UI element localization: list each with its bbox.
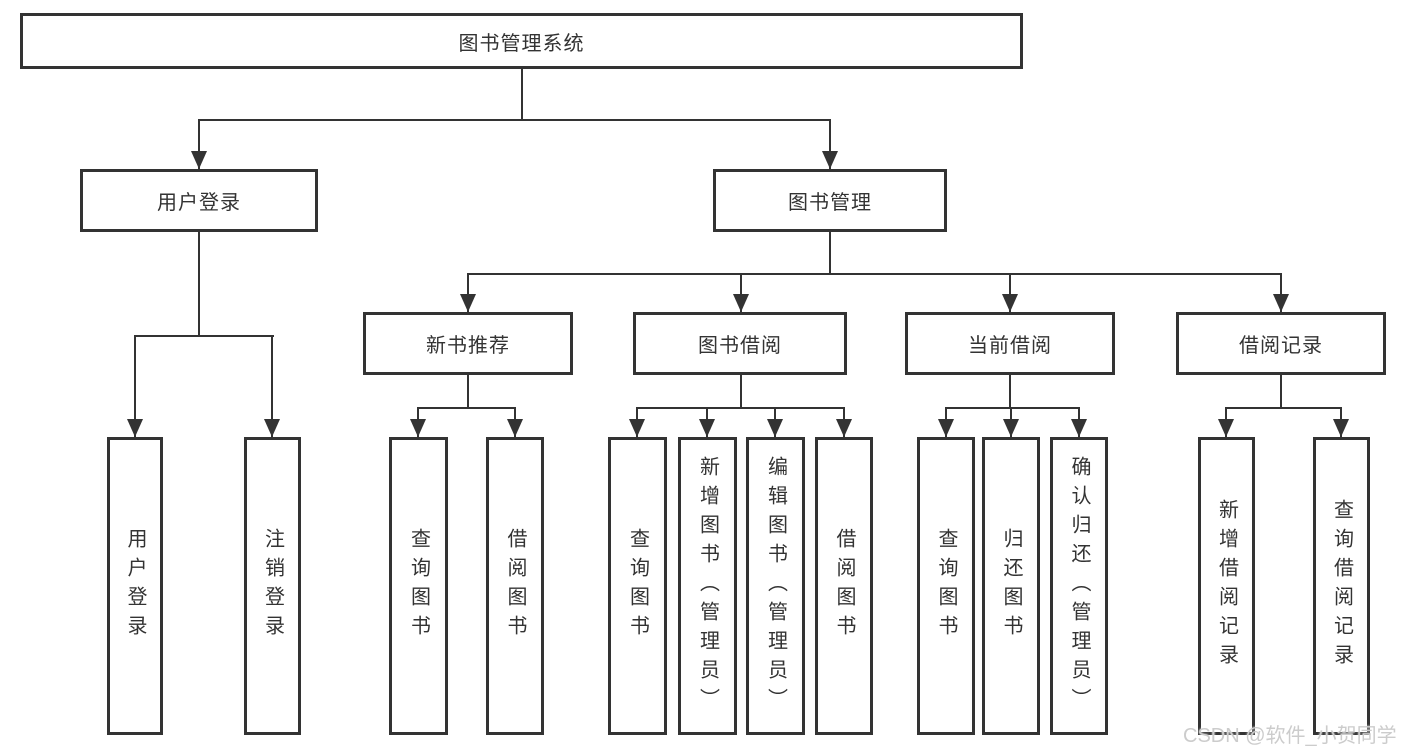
arrow-down-icon [460, 294, 476, 312]
node-leaf-query-books-1: 查询图书 [389, 437, 448, 735]
connector-line [1280, 375, 1282, 408]
arrow-down-icon [733, 294, 749, 312]
connector-line [740, 273, 742, 312]
arrow-down-icon [1273, 294, 1289, 312]
node-new-book-recommend: 新书推荐 [363, 312, 573, 375]
node-leaf-borrow-books-2: 借阅图书 [815, 437, 873, 735]
connector-line [134, 335, 136, 437]
arrow-down-icon [629, 419, 645, 437]
node-book-borrow: 图书借阅 [633, 312, 847, 375]
connector-line [1280, 273, 1282, 312]
node-user-login: 用户登录 [80, 169, 318, 232]
connector-line [829, 119, 831, 169]
connector-group-split [418, 407, 515, 409]
arrow-down-icon [767, 419, 783, 437]
connector-group-split [637, 407, 844, 409]
connector-login-stem [198, 232, 200, 336]
node-leaf-borrow-books-1: 借阅图书 [486, 437, 544, 735]
node-leaf-label: 查询借阅记录 [1330, 499, 1353, 673]
connector-root-stem [521, 68, 523, 120]
arrow-down-icon [699, 419, 715, 437]
arrow-down-icon [1071, 419, 1087, 437]
node-book-management-label: 图书管理 [788, 192, 872, 214]
arrow-down-icon [822, 151, 838, 169]
node-book-management: 图书管理 [713, 169, 947, 232]
arrow-down-icon [127, 419, 143, 437]
node-leaf-label: 借阅图书 [504, 528, 526, 644]
connector-group-split [946, 407, 1079, 409]
connector-line [740, 375, 742, 408]
arrow-down-icon [1218, 419, 1234, 437]
node-leaf-logout: 注销登录 [244, 437, 301, 735]
connector-line [198, 119, 200, 169]
arrow-down-icon [1003, 419, 1019, 437]
node-leaf-query-books-3: 查询图书 [917, 437, 975, 735]
node-new-book-recommend-label: 新书推荐 [426, 335, 510, 357]
watermark: CSDN @软件_小贺同学 [1183, 725, 1397, 747]
node-leaf-label: 归还图书 [1000, 528, 1022, 644]
node-leaf-label: 新增借阅记录 [1215, 499, 1238, 673]
node-current-borrow: 当前借阅 [905, 312, 1115, 375]
connector-management-stem [829, 232, 831, 274]
node-leaf-label: 新增图书（管理员） [696, 455, 719, 717]
node-user-login-label: 用户登录 [157, 192, 241, 214]
node-leaf-label: 查询图书 [626, 528, 649, 644]
node-leaf-query-borrow-record: 查询借阅记录 [1313, 437, 1370, 735]
node-book-borrow-label: 图书借阅 [698, 335, 782, 357]
arrow-down-icon [1002, 294, 1018, 312]
node-leaf-query-books-2: 查询图书 [608, 437, 667, 735]
node-leaf-label: 查询图书 [935, 528, 957, 644]
arrow-down-icon [938, 419, 954, 437]
node-leaf-confirm-return-admin: 确认归还（管理员） [1050, 437, 1108, 735]
connector-line [467, 273, 469, 312]
arrow-down-icon [507, 419, 523, 437]
node-leaf-return-book: 归还图书 [982, 437, 1040, 735]
connector-l3-split [467, 273, 1281, 275]
node-root: 图书管理系统 [20, 13, 1023, 69]
node-leaf-add-borrow-record: 新增借阅记录 [1198, 437, 1255, 735]
arrow-down-icon [410, 419, 426, 437]
node-leaf-label: 确认归还（管理员） [1068, 455, 1090, 717]
arrow-down-icon [1333, 419, 1349, 437]
arrow-down-icon [264, 419, 280, 437]
connector-line [271, 335, 273, 437]
node-leaf-label: 编辑图书（管理员） [764, 455, 787, 717]
connector-line [1009, 273, 1011, 312]
connector-group-split [1226, 407, 1341, 409]
node-leaf-label: 借阅图书 [833, 528, 855, 644]
node-current-borrow-label: 当前借阅 [968, 335, 1052, 357]
node-leaf-edit-book-admin: 编辑图书（管理员） [746, 437, 805, 735]
node-root-label: 图书管理系统 [458, 32, 585, 55]
node-borrow-records: 借阅记录 [1176, 312, 1386, 375]
node-leaf-label: 用户登录 [124, 528, 146, 644]
node-leaf-add-book-admin: 新增图书（管理员） [678, 437, 737, 735]
arrow-down-icon [191, 151, 207, 169]
connector-l2-split [198, 119, 831, 121]
node-leaf-label: 注销登录 [261, 528, 284, 644]
node-leaf-user-login: 用户登录 [107, 437, 163, 735]
node-leaf-label: 查询图书 [407, 528, 430, 644]
node-borrow-records-label: 借阅记录 [1239, 335, 1323, 357]
connector-line [1009, 375, 1011, 408]
arrow-down-icon [836, 419, 852, 437]
connector-login-split [134, 335, 274, 337]
connector-line [467, 375, 469, 408]
